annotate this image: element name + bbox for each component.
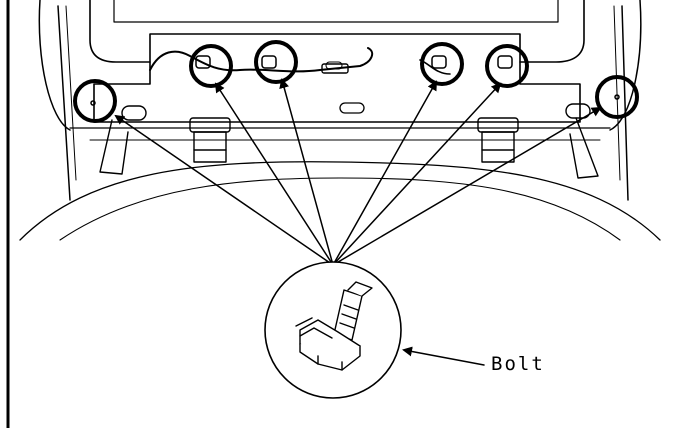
location-marker-5 <box>485 44 529 88</box>
bolt-icon <box>295 281 373 371</box>
wiring-harness <box>149 47 374 73</box>
left-side-rail-inner <box>65 5 77 181</box>
right-side-rail-outer <box>621 5 629 201</box>
belt-guide-left <box>99 105 147 175</box>
right-side-rail-inner <box>613 5 621 181</box>
upper-panel-inner-edge <box>113 0 559 23</box>
seat-shell-left-curve <box>38 0 71 131</box>
bolt-label-arrow <box>402 346 485 366</box>
wiring-connector <box>321 63 349 74</box>
belt-guide-right <box>565 103 599 179</box>
upper-panel-frame <box>89 0 585 63</box>
left-side-rail-outer <box>57 5 71 201</box>
lower-contour-inner <box>59 177 621 241</box>
lower-contour-outer <box>19 161 661 241</box>
leader-line-2 <box>214 82 334 266</box>
leader-line-3 <box>279 78 334 266</box>
location-marker-4 <box>420 42 464 86</box>
leader-line-5 <box>332 82 502 266</box>
hook-bracket-left <box>189 117 231 163</box>
location-marker-3 <box>254 40 298 84</box>
location-marker-6 <box>595 75 639 119</box>
leader-line-1 <box>114 114 334 266</box>
leader-line-4 <box>332 80 437 266</box>
seat-shell-right-curve <box>609 0 642 131</box>
mounting-bracket-body <box>93 61 581 123</box>
hook-bracket-right <box>477 117 519 163</box>
location-marker-2 <box>189 44 233 88</box>
bolt-hole-2 <box>261 55 277 69</box>
bolt-hole-right-outer <box>614 94 620 100</box>
bolt-hole-3 <box>431 55 447 69</box>
leader-lines <box>114 78 602 266</box>
bolt-hole-4 <box>497 55 513 69</box>
bolt-hole-left-outer <box>90 100 96 106</box>
bracket-centre-slot <box>339 102 365 114</box>
leader-line-6 <box>332 106 602 266</box>
bolt-hole-1 <box>195 55 211 69</box>
bolt-label: Bolt <box>491 353 545 375</box>
location-marker-1 <box>73 79 117 123</box>
